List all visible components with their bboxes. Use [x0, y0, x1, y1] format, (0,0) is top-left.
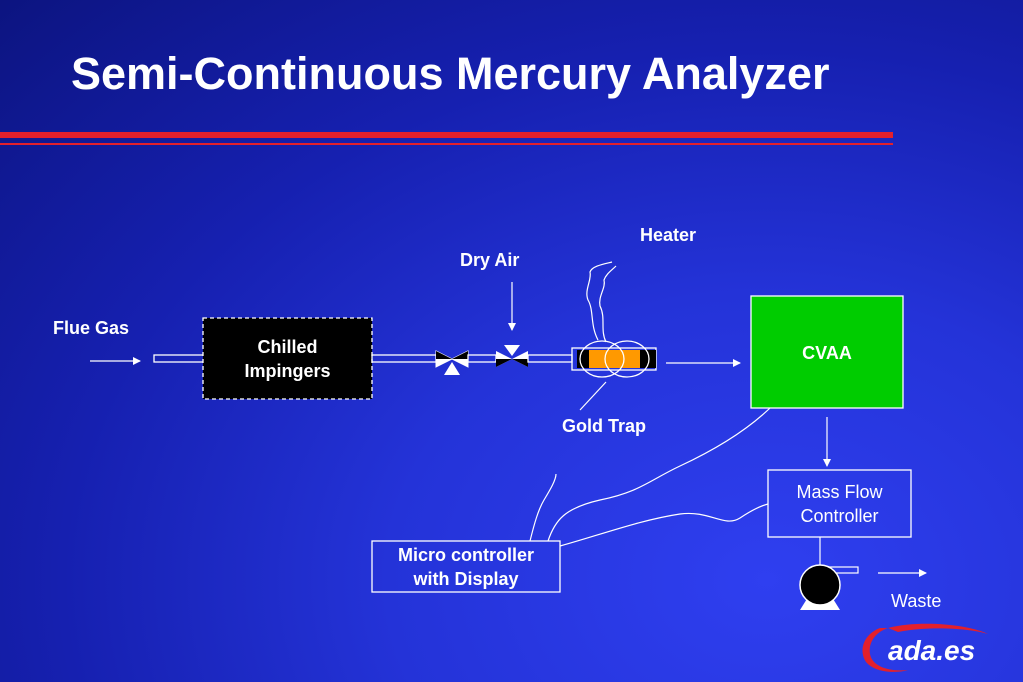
chilled-impingers-box: [202, 317, 373, 400]
flue-gas-label: Flue Gas: [53, 318, 130, 338]
mfc-line-1: Mass Flow: [796, 482, 883, 502]
pump-icon: [799, 564, 859, 610]
wire-controller-to-mfc: [559, 503, 769, 547]
inlet-pipe: [153, 354, 205, 363]
cvaa-label: CVAA: [802, 342, 852, 363]
dry-air-label: Dry Air: [460, 250, 520, 270]
mass-flow-controller-label: Mass Flow Controller: [768, 479, 911, 529]
logo-text: ada.es: [888, 635, 975, 666]
mass-flow-controller-box: [767, 469, 912, 538]
pipe-valve-to-trap: [527, 354, 573, 363]
wire-controller-to-cvaa: [547, 407, 771, 542]
heater-wire-2: [599, 265, 617, 343]
micro-controller-label: Micro controller with Display: [372, 543, 560, 591]
gold-trap-icon: [571, 340, 657, 378]
mfc-line-2: Controller: [800, 506, 879, 526]
gold-trap-pointer: [579, 381, 607, 411]
chilled-impingers-line-1: Chilled: [257, 336, 318, 357]
chilled-impingers-line-2: Impingers: [244, 360, 331, 381]
title-rule-thin: [0, 143, 893, 145]
heater-wire-1: [586, 261, 613, 341]
page-title: Semi-Continuous Mercury Analyzer: [71, 48, 830, 99]
valve-1-icon: [435, 350, 469, 375]
pipe-impingers-to-valve: [371, 354, 437, 363]
heater-label: Heater: [640, 225, 697, 245]
wire-controller-to-trap: [529, 473, 557, 542]
micro-controller-line-1: Micro controller: [397, 545, 535, 565]
micro-controller-line-2: with Display: [413, 569, 519, 589]
waste-label: Waste: [891, 591, 942, 611]
title-rule-thick: [0, 132, 893, 138]
pipe-between-valves: [467, 354, 497, 363]
micro-controller-box: [371, 540, 561, 593]
cvaa-box: [750, 295, 904, 409]
ada-es-logo: ada.es: [862, 623, 988, 672]
valve-2-icon: [496, 345, 528, 367]
gold-trap-label: Gold Trap: [562, 416, 647, 436]
chilled-impingers-label: Chilled Impingers: [203, 318, 372, 399]
